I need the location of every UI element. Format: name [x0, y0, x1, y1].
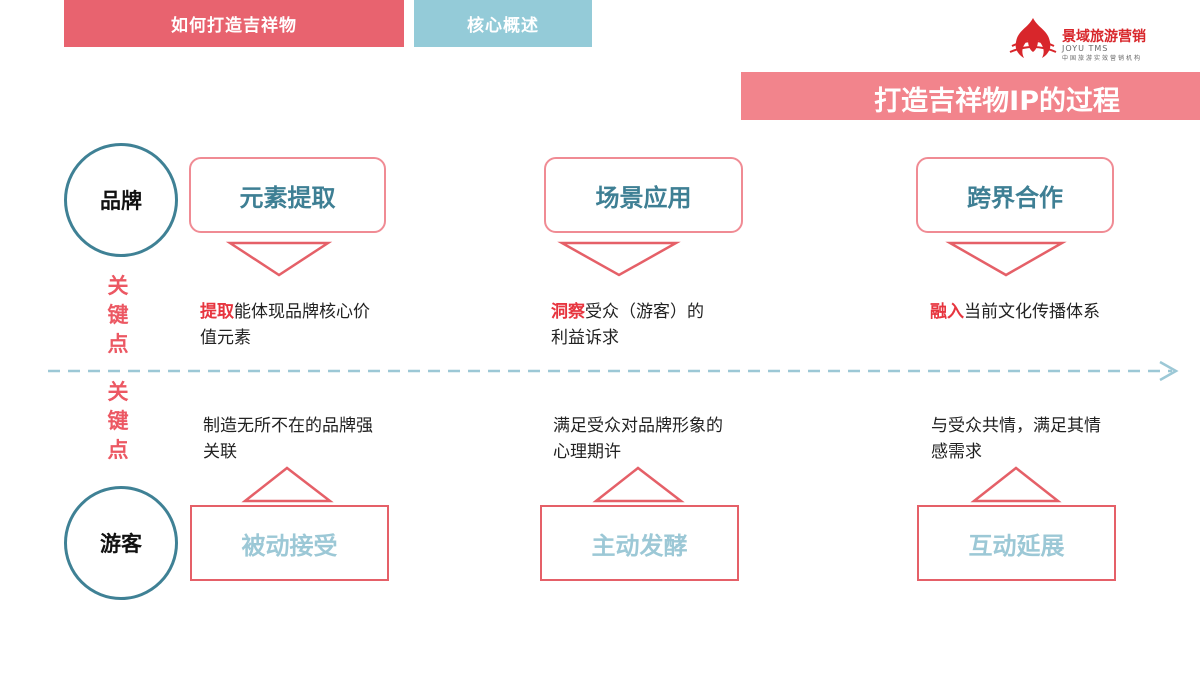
logo-name: 景域旅游营销 — [1062, 29, 1146, 45]
up-triangle-1 — [241, 466, 334, 503]
brand-step-keyword-1: 提取 — [200, 302, 234, 322]
title-bar: 打造吉祥物IP的过程 — [741, 72, 1200, 120]
brand-step-box-3: 跨界合作 — [916, 157, 1114, 233]
logo-en: JOYU TMS — [1062, 44, 1109, 53]
brand-step-desc-3: 融入当前文化传播体系 — [930, 299, 1100, 325]
tourist-step-box-3: 互动延展 — [917, 505, 1116, 581]
brand-step-text-1: 能体现品牌核心价值元素 — [200, 302, 370, 348]
tab-core-overview[interactable]: 核心概述 — [414, 0, 592, 47]
brand-logo: 景域旅游营销 JOYU TMS 中国旅游实效营销机构 — [1008, 16, 1168, 66]
brand-step-box-1: 元素提取 — [189, 157, 386, 233]
brand-step-text-3: 当前文化传播体系 — [964, 302, 1100, 322]
up-triangle-3 — [970, 466, 1062, 503]
down-triangle-1 — [225, 241, 333, 277]
brand-step-box-2: 场景应用 — [544, 157, 743, 233]
tourist-step-desc-1: 制造无所不在的品牌强关联 — [203, 416, 373, 462]
brand-step-desc-2: 洞察受众（游客）的利益诉求 — [551, 299, 716, 351]
keypoint-label-bottom: 关键点 — [107, 380, 129, 462]
tourist-step-desc-3: 与受众共情，满足其情感需求 — [931, 416, 1101, 462]
down-triangle-3 — [945, 241, 1067, 277]
flame-logo-icon — [1009, 18, 1057, 58]
tourist-step-box-1: 被动接受 — [190, 505, 389, 581]
tourist-circle: 游客 — [64, 486, 178, 600]
brand-step-keyword-3: 融入 — [930, 302, 964, 322]
brand-step-desc-1: 提取能体现品牌核心价值元素 — [200, 299, 370, 351]
page-title: 打造吉祥物IP的过程 — [874, 86, 1120, 117]
up-triangle-2 — [592, 466, 685, 503]
tab-how-to-create-mascot[interactable]: 如何打造吉祥物 — [64, 0, 404, 47]
brand-circle: 品牌 — [64, 143, 178, 257]
logo-sub: 中国旅游实效营销机构 — [1062, 55, 1143, 62]
brand-step-keyword-2: 洞察 — [551, 302, 585, 322]
keypoint-label-top: 关键点 — [107, 274, 129, 356]
brand-step-text-2: 受众（游客）的利益诉求 — [551, 302, 704, 348]
timeline-arrowhead-icon — [1159, 360, 1179, 382]
tourist-step-box-2: 主动发酵 — [540, 505, 739, 581]
tourist-step-desc-2: 满足受众对品牌形象的心理期许 — [553, 416, 723, 462]
down-triangle-2 — [557, 241, 681, 277]
